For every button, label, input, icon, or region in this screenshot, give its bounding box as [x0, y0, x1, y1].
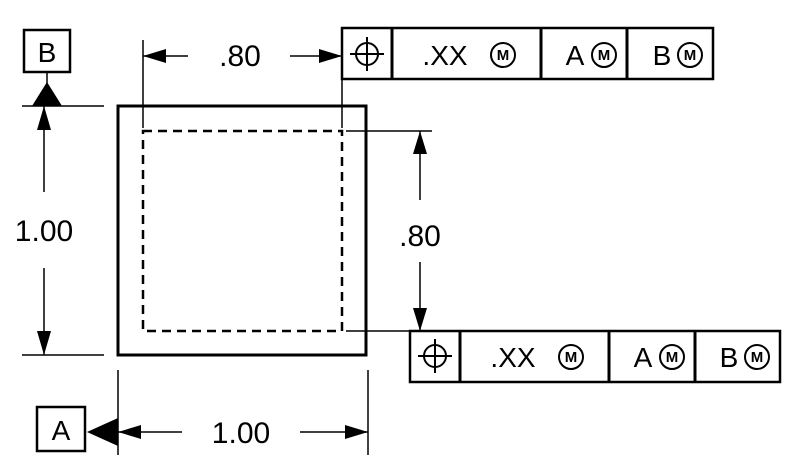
mmc-circle-icon: M [591, 42, 617, 68]
dim-text-right-height: .80 [399, 220, 441, 253]
dim-text-top-width: .80 [219, 40, 261, 73]
fcf-top-datum-2: B [653, 40, 672, 71]
fcf-top-tolerance: .XX [422, 40, 467, 71]
arrowhead-bottom-left [118, 425, 141, 439]
arrowhead-right-top [413, 131, 427, 154]
fcf-top-datum-1: A [566, 40, 585, 71]
arrowhead-top-right [319, 49, 342, 63]
datum-b-label: B [38, 37, 57, 68]
svg-text:M: M [565, 349, 578, 366]
svg-text:M: M [684, 47, 697, 64]
svg-text:M: M [598, 47, 611, 64]
svg-text:M: M [666, 349, 679, 366]
datum-a-triangle [87, 418, 118, 446]
arrowhead-top-left [143, 49, 166, 63]
arrowhead-left-top [37, 106, 51, 130]
dim-text-bottom-width: 1.00 [212, 417, 270, 450]
mmc-circle-icon: M [677, 42, 703, 68]
datum-a-label: A [52, 415, 71, 446]
arrowhead-bottom-right [345, 425, 368, 439]
feature-control-frame-bottom: .XX M A M B M [408, 329, 782, 384]
mmc-circle-icon: M [558, 344, 584, 370]
mmc-circle-icon: M [490, 42, 516, 68]
datum-a-box [35, 405, 87, 453]
position-icon [418, 339, 452, 373]
feature-control-frame-top: .XX M A M B M [340, 26, 715, 81]
datum-b-triangle [32, 82, 62, 106]
part-outline [116, 104, 368, 357]
hole-outline-dashed [141, 129, 344, 333]
position-icon [350, 37, 384, 71]
svg-text:M: M [497, 47, 510, 64]
fcf-bottom-tolerance: .XX [490, 342, 535, 373]
svg-text:M: M [751, 349, 764, 366]
mmc-circle-icon: M [744, 344, 770, 370]
fcf-bottom-datum-2: B [720, 342, 739, 373]
arrowhead-right-bottom [413, 308, 427, 331]
mmc-circle-icon: M [659, 344, 685, 370]
dim-text-left-height: 1.00 [15, 215, 73, 248]
fcf-bottom-datum-1: A [634, 342, 653, 373]
arrowhead-left-bottom [37, 331, 51, 355]
